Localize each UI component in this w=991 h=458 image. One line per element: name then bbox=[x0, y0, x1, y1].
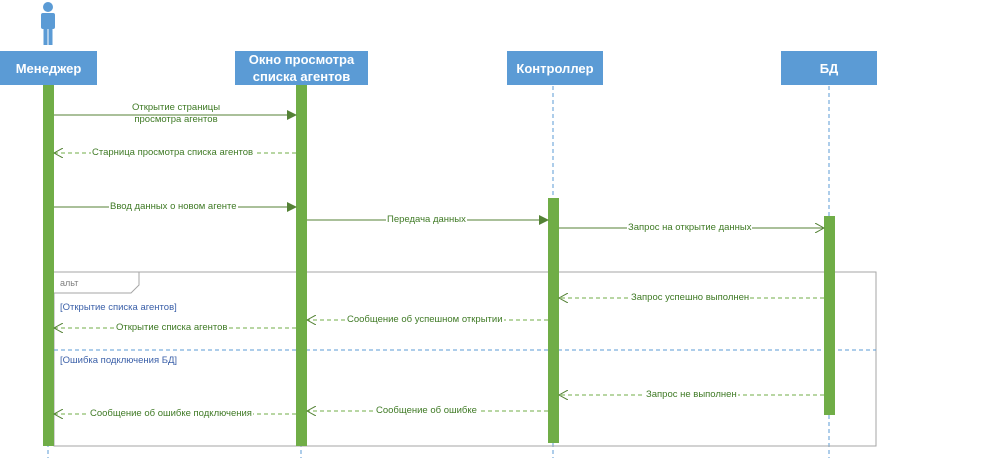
label-open-list: Открытие списка агентов bbox=[115, 322, 229, 334]
activation-db bbox=[824, 216, 835, 415]
alt-frame-tab bbox=[54, 271, 140, 294]
label-query: Запрос на открытие данных bbox=[627, 222, 753, 234]
participant-view: Окно просмотра списка агентов bbox=[235, 51, 368, 85]
participant-db: БД bbox=[781, 51, 877, 85]
label-query-fail: Запрос не выполнен bbox=[645, 389, 738, 401]
label-enter-data: Ввод данных о новом агенте bbox=[109, 201, 238, 213]
activation-controller bbox=[548, 198, 559, 443]
label-pass-data: Передача данных bbox=[386, 214, 467, 226]
activation-manager bbox=[43, 81, 54, 446]
person-icon bbox=[41, 2, 55, 45]
activation-view bbox=[296, 84, 307, 446]
participant-controller: Контроллер bbox=[507, 51, 603, 85]
label-error: Сообщение об ошибке bbox=[375, 405, 478, 417]
label-connection-error: Сообщение об ошибке подключения bbox=[89, 408, 253, 420]
alt-frame-label: альт bbox=[60, 278, 79, 288]
label-page-return: Старница просмотра списка агентов bbox=[91, 147, 255, 159]
alt-condition-error: [Ошибка подключения БД] bbox=[60, 355, 178, 366]
label-query-ok: Запрос успешно выполнен bbox=[630, 292, 751, 304]
participant-manager: Менеджер bbox=[0, 51, 97, 85]
label-open-page: Открытие страницы просмотра агентов bbox=[131, 102, 221, 125]
label-open-success: Сообщение об успешном открытии bbox=[346, 314, 504, 326]
alt-condition-success: [Открытие списка агентов] bbox=[60, 302, 177, 313]
